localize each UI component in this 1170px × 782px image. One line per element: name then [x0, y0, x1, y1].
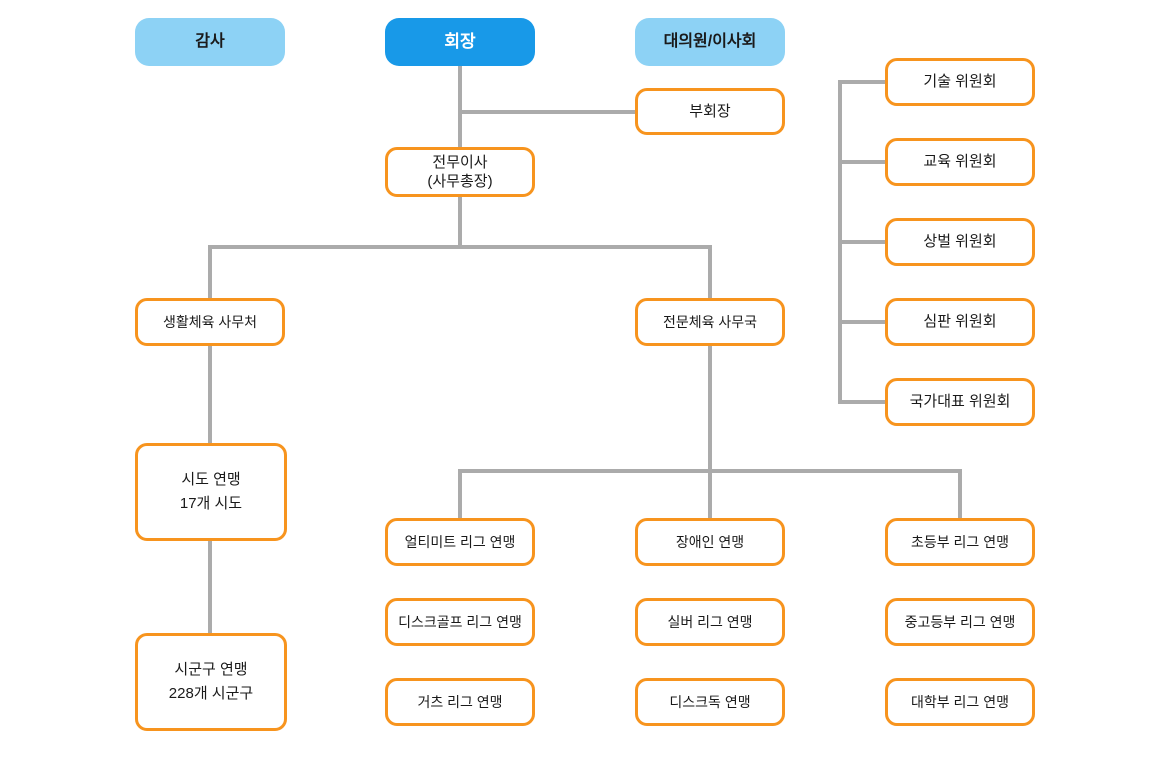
node-auditor-label: 감사 — [195, 32, 225, 50]
node-national-team-committee-label: 국가대표 위원회 — [909, 393, 1011, 411]
node-referee-committee-label: 심판 위원회 — [923, 313, 997, 331]
node-executive-director: 전무이사 (사무총장) — [385, 147, 535, 197]
node-referee-committee: 심판 위원회 — [885, 298, 1035, 346]
node-university-league-label: 대학부 리그 연맹 — [911, 693, 1009, 710]
node-disabled-federation-label: 장애인 연맹 — [675, 533, 745, 550]
connector-committee-stub-4 — [838, 320, 887, 324]
node-discgolf-league: 디스크골프 리그 연맹 — [385, 598, 535, 646]
node-sigungu-federation-line2: 228개 시군구 — [168, 685, 254, 702]
connector-main-branch — [208, 245, 712, 249]
node-discgolf-league-label: 디스크골프 리그 연맹 — [398, 613, 522, 630]
connector-committee-stub-2 — [838, 160, 887, 164]
node-ultimate-league: 얼티미트 리그 연맹 — [385, 518, 535, 566]
node-university-league: 대학부 리그 연맹 — [885, 678, 1035, 726]
node-delegates-board: 대의원/이사회 — [635, 18, 785, 66]
node-middle-high-league-label: 중고등부 리그 연맹 — [904, 613, 1016, 630]
node-president-label: 회장 — [444, 31, 476, 51]
node-guts-league: 거츠 리그 연맹 — [385, 678, 535, 726]
node-elementary-league-label: 초등부 리그 연맹 — [911, 533, 1009, 550]
node-sido-federation-line2: 17개 시도 — [179, 495, 243, 512]
node-sigungu-federation: 시군구 연맹 228개 시군구 — [135, 633, 287, 731]
node-sido-federation-line1: 시도 연맹 — [181, 471, 241, 488]
node-technical-committee-label: 기술 위원회 — [923, 73, 997, 91]
node-guts-league-label: 거츠 리그 연맹 — [417, 693, 503, 710]
connector-league-left-drop — [458, 469, 462, 520]
node-delegates-board-label: 대의원/이사회 — [663, 32, 757, 50]
node-executive-director-line1: 전무이사 — [432, 153, 488, 171]
connector-right-drop — [708, 245, 712, 300]
node-middle-high-league: 중고등부 리그 연맹 — [885, 598, 1035, 646]
node-disabled-federation: 장애인 연맹 — [635, 518, 785, 566]
node-vice-president-label: 부회장 — [689, 102, 731, 120]
node-discdog-federation-label: 디스크독 연맹 — [669, 693, 751, 710]
connector-committee-stub-5 — [838, 400, 887, 404]
node-sport-for-all-office-label: 생활체육 사무처 — [162, 313, 258, 330]
node-executive-director-line2: (사무총장) — [427, 173, 493, 190]
node-professional-sports-office: 전문체육 사무국 — [635, 298, 785, 346]
node-education-committee-label: 교육 위원회 — [923, 153, 997, 171]
node-president: 회장 — [385, 18, 535, 66]
connector-league-branch — [458, 469, 962, 473]
node-silver-league: 실버 리그 연맹 — [635, 598, 785, 646]
connector-pro-drop — [708, 346, 712, 520]
node-sigungu-federation-line1: 시군구 연맹 — [174, 661, 248, 678]
node-vice-president: 부회장 — [635, 88, 785, 135]
node-sport-for-all-office: 생활체육 사무처 — [135, 298, 285, 346]
node-professional-sports-office-label: 전문체육 사무국 — [662, 313, 758, 330]
connector-committee-stub-1 — [838, 80, 887, 84]
connector-league-right-drop — [958, 469, 962, 520]
node-national-team-committee: 국가대표 위원회 — [885, 378, 1035, 426]
connector-left-drop — [208, 245, 212, 300]
connector-vice-president — [458, 110, 638, 114]
node-discipline-committee: 상벌 위원회 — [885, 218, 1035, 266]
node-technical-committee: 기술 위원회 — [885, 58, 1035, 106]
node-education-committee: 교육 위원회 — [885, 138, 1035, 186]
node-auditor: 감사 — [135, 18, 285, 66]
node-elementary-league: 초등부 리그 연맹 — [885, 518, 1035, 566]
connector-committee-stub-3 — [838, 240, 887, 244]
node-ultimate-league-label: 얼티미트 리그 연맹 — [404, 533, 516, 550]
connector-sfa-to-sido — [208, 346, 212, 445]
node-discdog-federation: 디스크독 연맹 — [635, 678, 785, 726]
node-silver-league-label: 실버 리그 연맹 — [667, 613, 753, 630]
connector-sido-to-sigungu — [208, 541, 212, 635]
node-sido-federation: 시도 연맹 17개 시도 — [135, 443, 287, 541]
node-discipline-committee-label: 상벌 위원회 — [923, 233, 997, 251]
